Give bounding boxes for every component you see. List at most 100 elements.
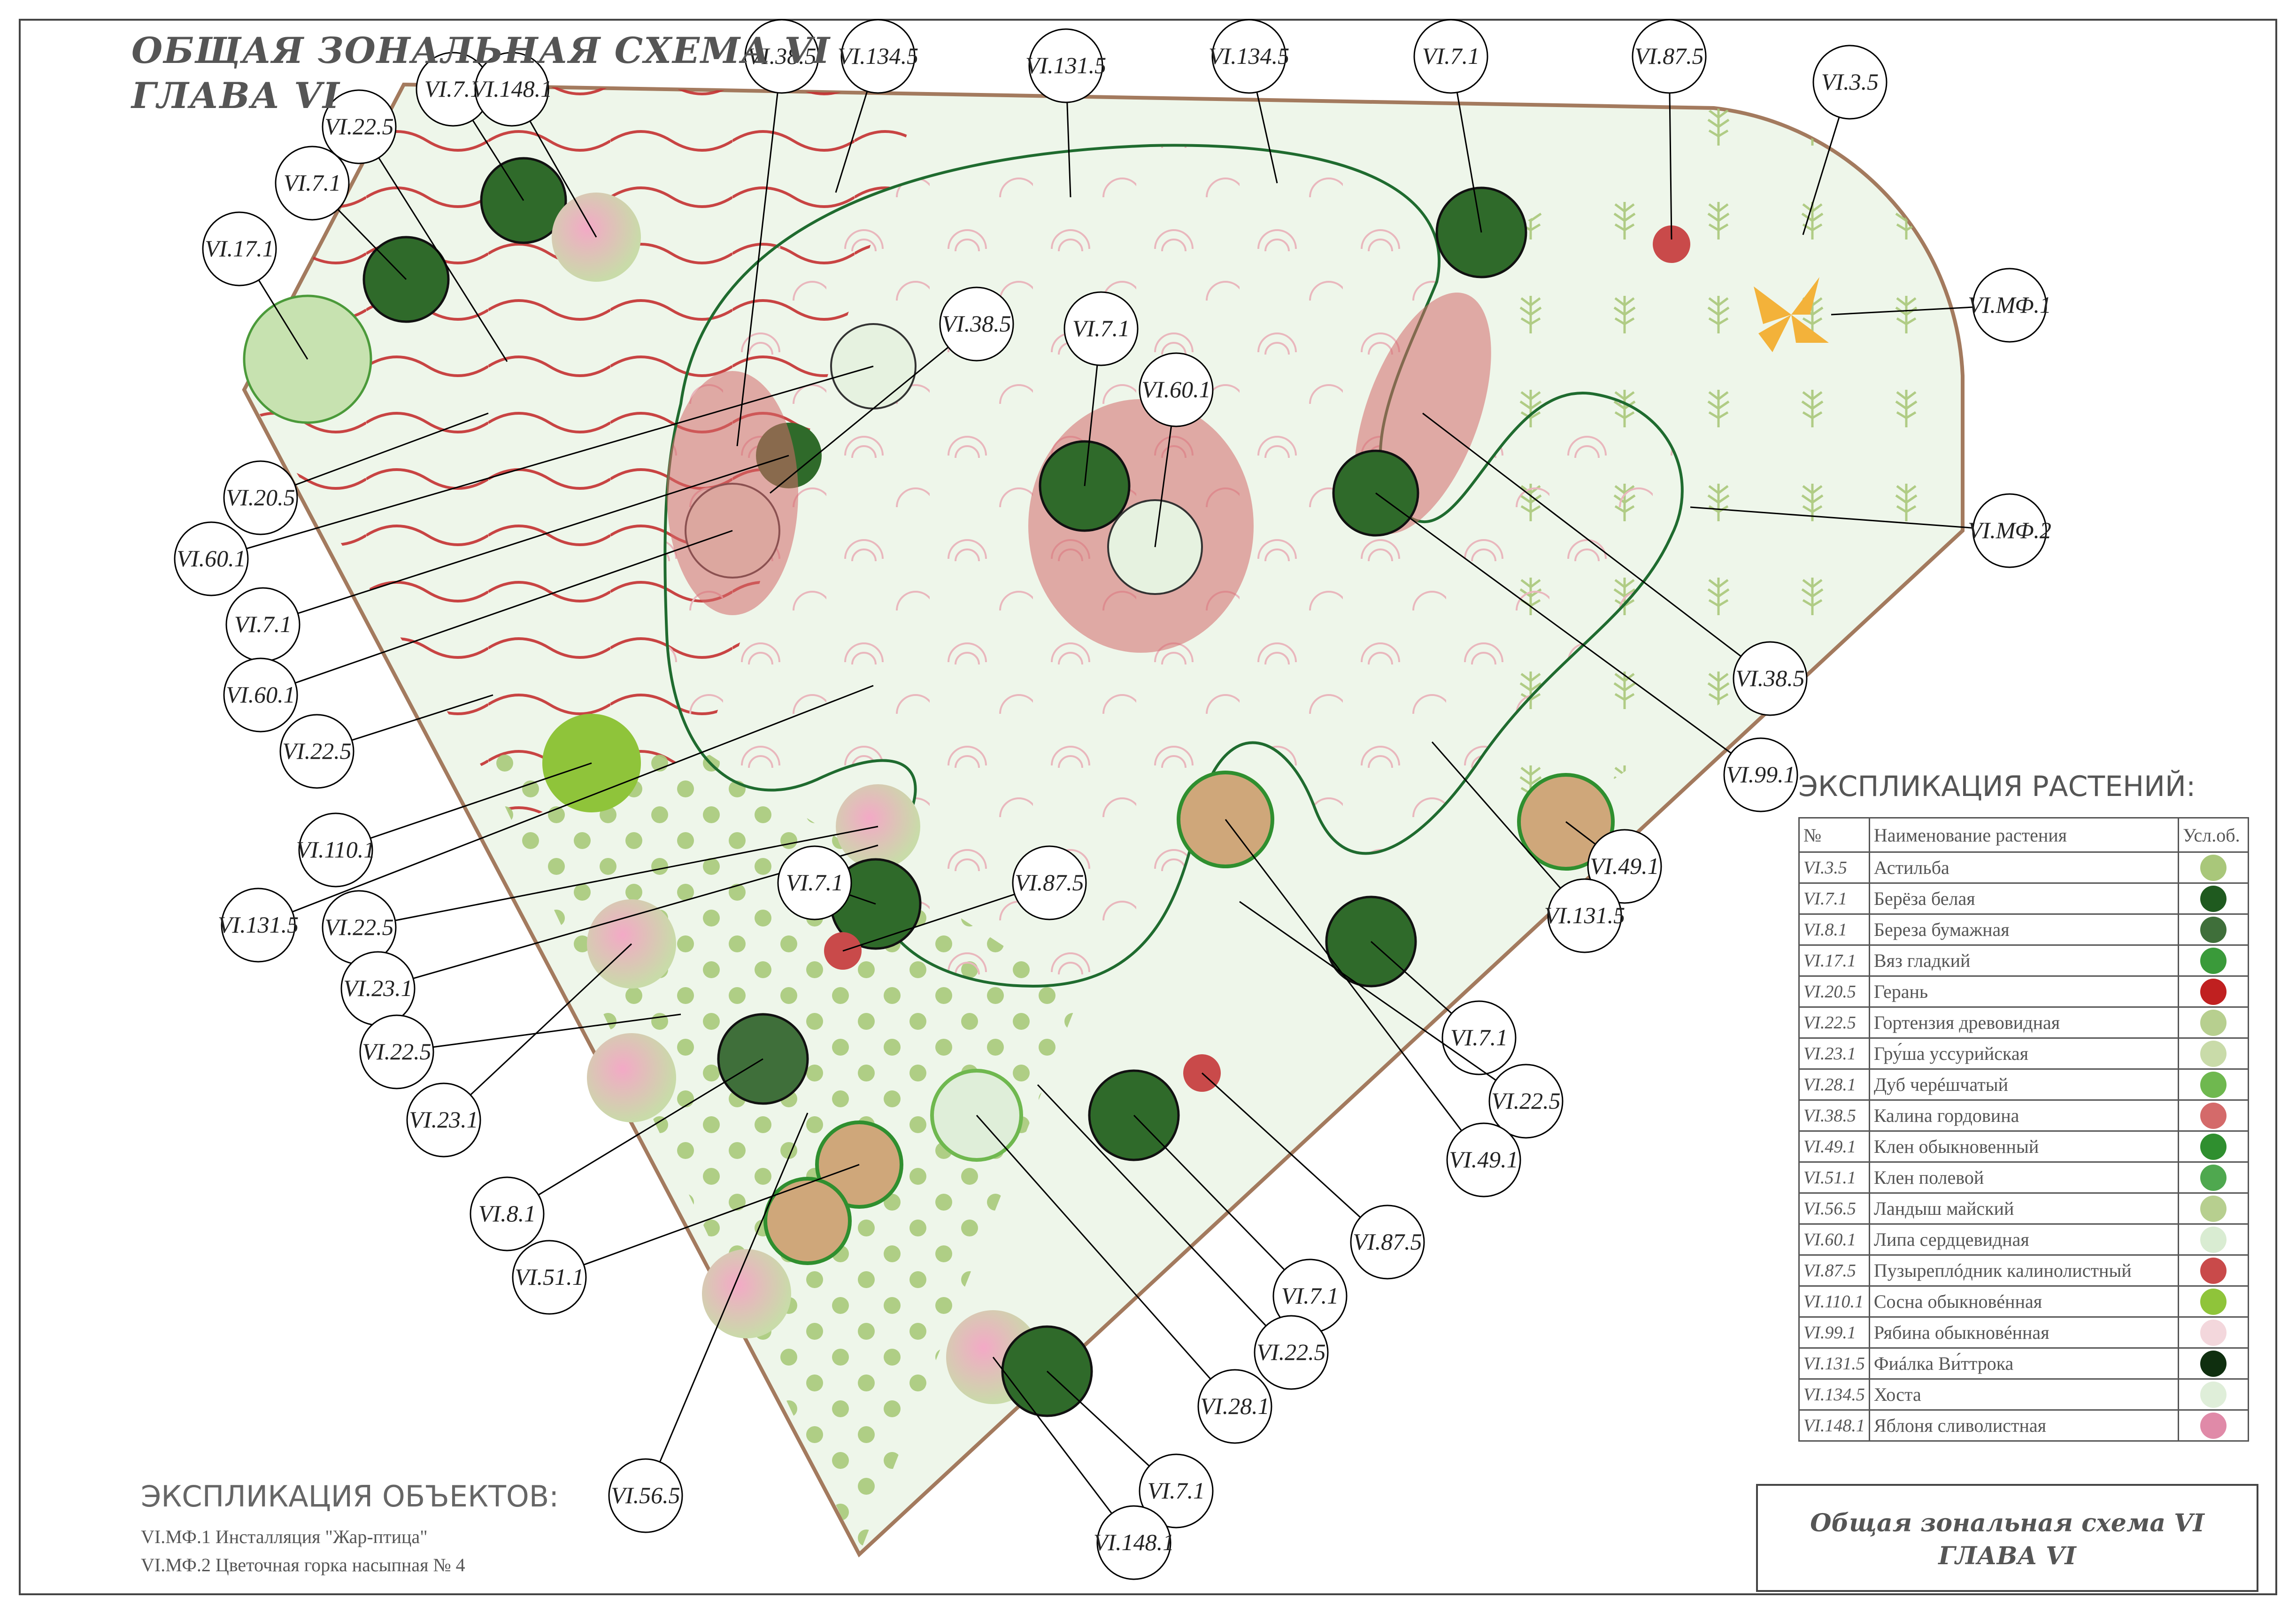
leader-line <box>1225 819 1485 1160</box>
plant-symbol <box>2178 851 2249 884</box>
plant-label: VI.110.1 <box>296 836 375 863</box>
leader-line <box>262 455 789 626</box>
leader-line <box>549 1164 860 1278</box>
plant-name: Гру́ша уссурийская <box>1868 1037 2180 1070</box>
plant-name: Береза бумажная <box>1868 913 2180 946</box>
label-bubble <box>1446 1122 1521 1197</box>
plant-symbol-icon <box>2200 1319 2227 1346</box>
plant-label: VI.38.5 <box>747 43 816 69</box>
label-bubble <box>1350 1205 1425 1280</box>
plant-label: VI.22.5 <box>324 113 393 139</box>
plant-symbol-icon <box>2200 1288 2227 1315</box>
leader-line <box>1431 741 1586 916</box>
leader-line <box>507 1058 763 1215</box>
plant-name: Калина гордовина <box>1868 1099 2180 1132</box>
plant-label: VI.60.1 <box>177 545 246 571</box>
plant-name: Рябина обыкновéнная <box>1868 1316 2180 1349</box>
stamp-line-2: ГЛАВА VI <box>1938 1542 2076 1570</box>
label-bubble <box>221 888 296 963</box>
plant-symbol-icon <box>2200 1071 2227 1098</box>
leader-line <box>258 685 874 926</box>
plant-label: VI.17.1 <box>205 235 274 262</box>
plant-code: VI.87.5 <box>1798 1254 1870 1287</box>
plant-label: VI.7.1 <box>1281 1282 1339 1309</box>
label-bubble <box>202 211 277 286</box>
plant-name: Хоста <box>1868 1378 2180 1411</box>
plant-label: VI.38.5 <box>942 310 1011 337</box>
leader-line <box>976 1115 1236 1407</box>
plant-name: Ландыш майский <box>1868 1192 2180 1225</box>
leader-line <box>645 1112 809 1496</box>
plant-symbol-icon <box>2200 885 2227 912</box>
objects-legend-heading: ЭКСПЛИКАЦИЯ ОБЪЕКТОВ: <box>141 1479 559 1514</box>
plant-label: VI.56.5 <box>611 1482 680 1508</box>
plant-label: VI.8.1 <box>478 1200 536 1227</box>
plant-symbol-icon <box>2200 1350 2227 1377</box>
label-bubble <box>1632 19 1707 94</box>
label-bubble <box>1587 829 1662 904</box>
plant-symbol <box>2178 975 2249 1008</box>
plant-symbol <box>2178 1006 2249 1039</box>
leader-line <box>335 762 592 851</box>
leader-line <box>736 56 783 447</box>
firebird-installation <box>1754 277 1829 352</box>
plant-label: VI.148.1 <box>471 76 552 102</box>
plant-name: Липа сердцевидная <box>1868 1223 2180 1256</box>
label-bubble <box>840 19 916 94</box>
plant-label: VI.49.1 <box>1449 1146 1518 1173</box>
plant-symbol <box>2178 1254 2249 1287</box>
plant-label: VI.87.5 <box>1353 1228 1422 1255</box>
plant-symbol-icon <box>2200 947 2227 974</box>
label-bubble <box>777 845 852 920</box>
plant-symbol <box>2178 913 2249 946</box>
leader-line <box>1422 412 1771 680</box>
plant-symbol-icon <box>2200 1102 2227 1129</box>
plant-code: VI.51.1 <box>1798 1161 1870 1194</box>
leader-line <box>1037 1084 1292 1353</box>
plant-symbol <box>2178 1409 2249 1442</box>
label-bubble <box>1723 737 1798 812</box>
label-bubble <box>1139 1453 1214 1529</box>
label-bubble <box>1733 641 1808 716</box>
plant-label: VI.22.5 <box>324 914 393 940</box>
plant-label: VI.49.1 <box>1590 853 1659 879</box>
plant-symbol-icon <box>2200 1381 2227 1408</box>
leader-line <box>260 412 489 499</box>
plant-name: Клен обыкновенный <box>1868 1130 2180 1163</box>
plant-label: VI.20.5 <box>226 484 295 510</box>
label-bubble <box>512 1240 587 1315</box>
plant-symbol <box>2178 1130 2249 1163</box>
plant-code: VI.131.5 <box>1798 1347 1870 1380</box>
plant-symbol <box>2178 1068 2249 1101</box>
plant-label: VI.22.5 <box>1256 1339 1325 1365</box>
plant-code: VI.17.1 <box>1798 944 1870 977</box>
plant-label: VI.28.1 <box>1200 1393 1269 1419</box>
label-bubble <box>1063 291 1139 366</box>
page-title: ОБЩАЯ ЗОНАЛЬНАЯ СХЕМА VI ГЛАВА VI <box>131 28 831 118</box>
plant-symbol-icon <box>2200 1133 2227 1160</box>
label-bubble <box>608 1458 683 1533</box>
plant-code: VI.22.5 <box>1798 1006 1870 1039</box>
leader-line <box>211 365 874 560</box>
plant-label: VI.22.5 <box>1491 1088 1560 1114</box>
leader-line <box>1201 1072 1388 1243</box>
plant-symbol <box>2178 882 2249 915</box>
plant-name: Вяз гладкий <box>1868 944 2180 977</box>
plant-label: VI.23.1 <box>409 1106 478 1133</box>
plant-label: VI.131.5 <box>1025 52 1106 78</box>
plant-label: VI.22.5 <box>282 738 351 764</box>
leader-line <box>1690 506 2010 532</box>
